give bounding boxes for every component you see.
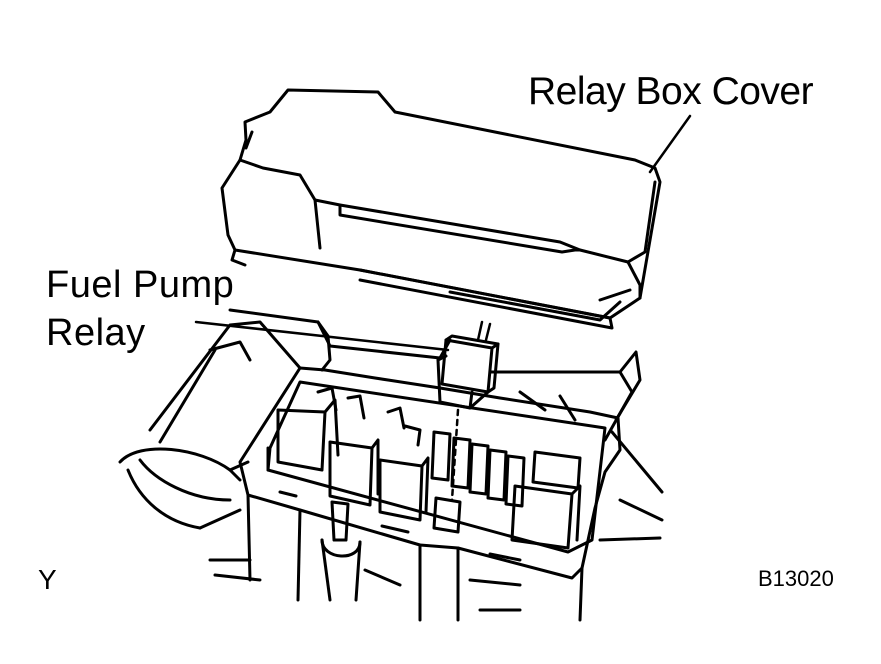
- leader-line-relay: [194, 320, 450, 352]
- relay-box-cover-label: Relay Box Cover: [528, 70, 814, 113]
- corner-mark: Y: [38, 564, 57, 595]
- fuel-pump-relay-label-line1: Fuel Pump: [46, 264, 235, 306]
- relay-box-body-drawing: [238, 366, 622, 622]
- relay-box-cover-drawing: [220, 88, 662, 330]
- background-housing-drawing: [118, 308, 664, 612]
- leader-lines: [194, 114, 692, 352]
- leader-line-cover: [648, 114, 692, 174]
- fuel-pump-relay-label-line2: Relay: [46, 312, 146, 354]
- figure-code: B13020: [758, 566, 834, 591]
- fuel-pump-relay-drawing: [436, 320, 500, 502]
